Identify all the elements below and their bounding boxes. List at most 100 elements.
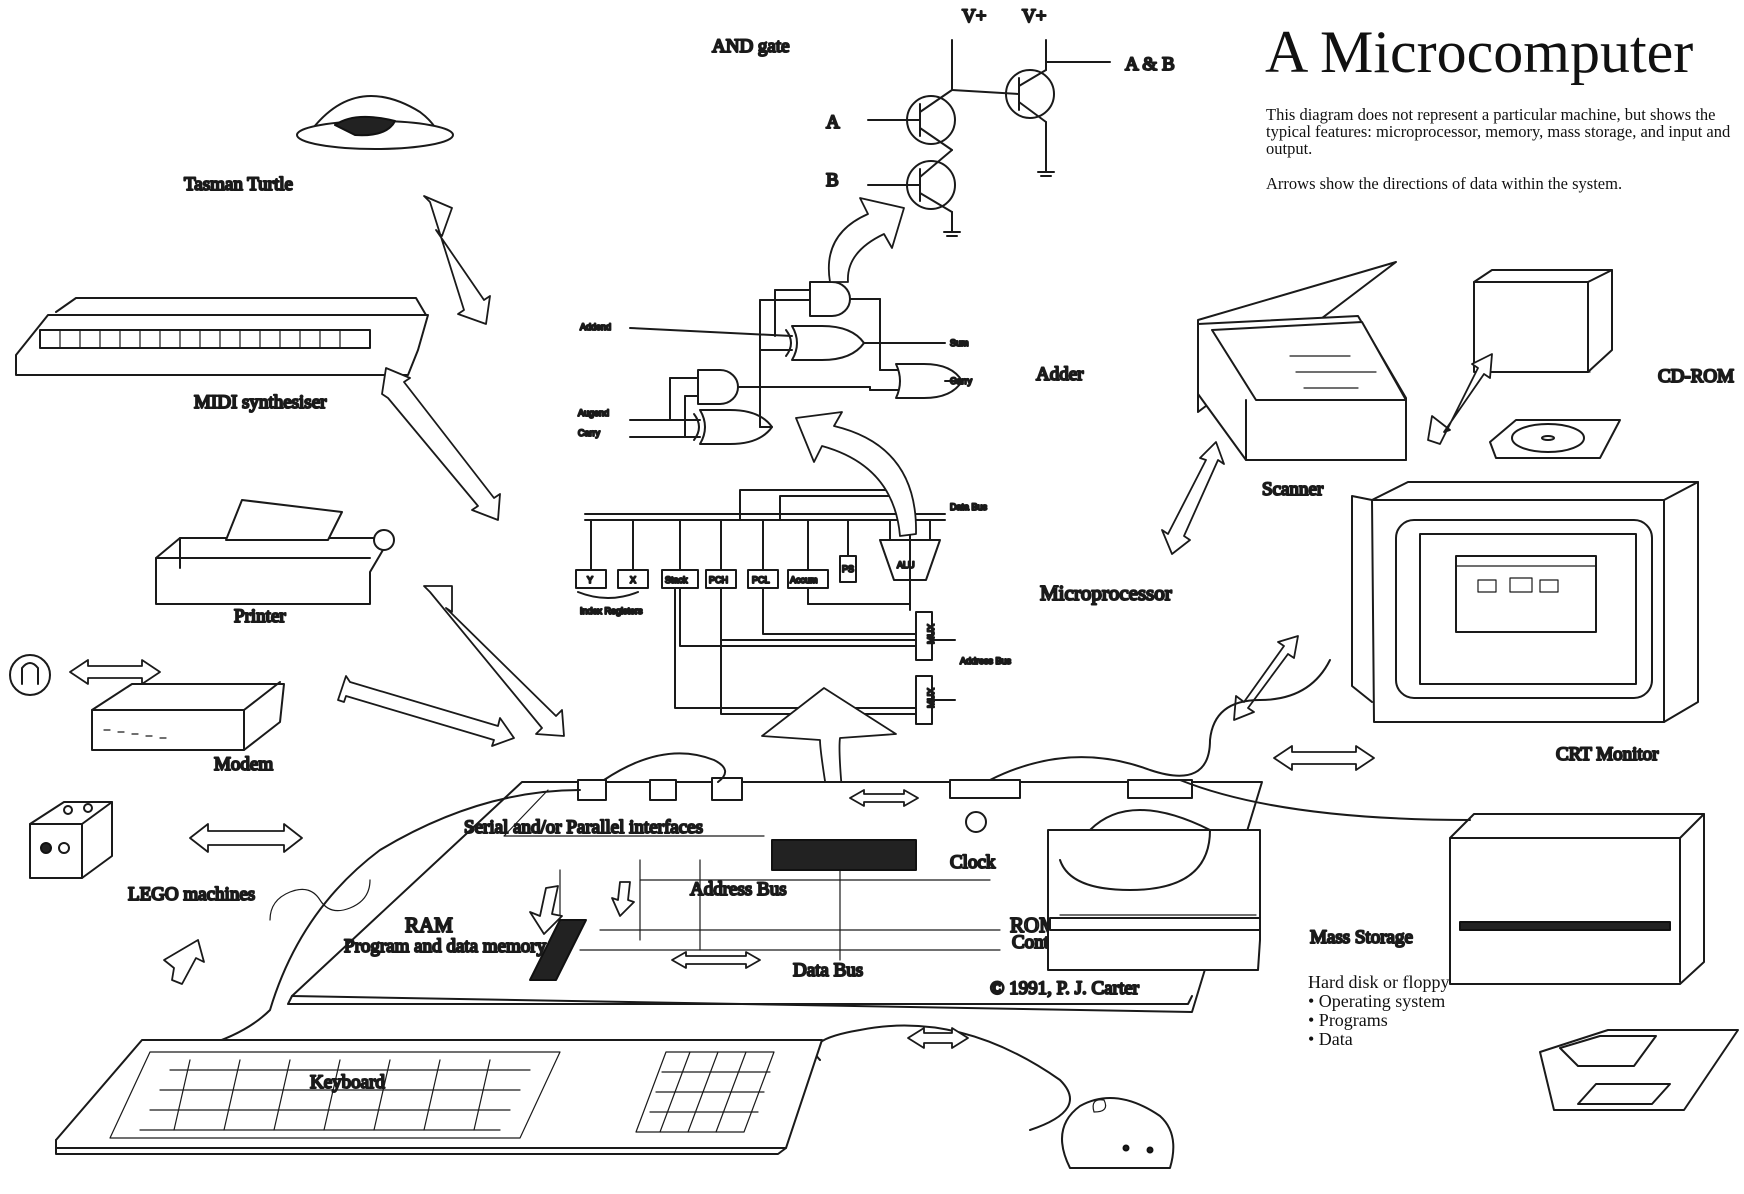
xor-gate-icon-2 [699, 409, 773, 445]
keyboard-label: Keyboard [310, 1072, 385, 1093]
drive-slot [1459, 921, 1671, 931]
arrow-mouse [907, 1027, 969, 1049]
data-bus-label: Data Bus [793, 960, 863, 981]
svg-text:PCH: PCH [709, 575, 728, 585]
carry-in-label: Carry [578, 428, 600, 438]
and-gate-icon-1 [809, 281, 851, 317]
page-title: A Microcomputer [1265, 19, 1694, 85]
description-paragraph-2: Arrows show the directions of data withi… [1266, 174, 1623, 193]
arrow-mass-storage [1273, 745, 1375, 771]
mass-storage-item: • Operating system [1308, 991, 1446, 1011]
tasman-turtle: Tasman Turtle [183, 95, 454, 196]
mass-storage-list: Hard disk or floppy • Operating system •… [1308, 973, 1449, 1049]
alu-label: ALU [897, 560, 915, 570]
lego-block: LEGO machines [29, 801, 256, 906]
scanner: Scanner [1197, 261, 1407, 501]
and-gate-label: AND gate [712, 36, 790, 57]
arrow-printer [423, 585, 565, 737]
svg-text:X: X [630, 575, 636, 585]
addend-label: Addend [580, 322, 611, 332]
microprocessor-circuit: Microprocessor Data Bus Y X Stack PCH PC… [575, 489, 1173, 725]
arrow-lego [189, 823, 303, 853]
index-registers-bracket [577, 591, 639, 599]
phone-socket-icon [9, 654, 51, 696]
cpu-address-bus-label: Address Bus [960, 656, 1012, 666]
arrow-modem [337, 675, 515, 747]
modem: Modem [9, 654, 285, 776]
serial-parallel-label: Serial and/or Parallel interfaces [464, 817, 703, 838]
alu-icon [879, 539, 941, 581]
adder-circuit: Adder Addend Augend Carry Sum Carry [577, 281, 1085, 445]
index-registers-label: Index Registers [580, 606, 643, 616]
register-pcl: PCL [747, 569, 779, 589]
register-stack: Stack [661, 569, 699, 589]
printer: Printer [155, 499, 395, 628]
scanner-label: Scanner [1262, 479, 1324, 500]
modem-label: Modem [214, 754, 273, 775]
crt-monitor-label: CRT Monitor [1556, 744, 1659, 765]
mass-storage-label: Mass Storage [1310, 927, 1413, 948]
ram-chip [529, 919, 587, 981]
xor-gate-icon-1 [791, 325, 865, 361]
arrow-cd-rom [1427, 353, 1493, 445]
register-ps: PS [839, 555, 857, 583]
copyright-label: © 1991, P. J. Carter [990, 978, 1140, 999]
svg-text:PS: PS [842, 564, 854, 574]
microprocessor-label: Microprocessor [1040, 581, 1172, 605]
mouse [1061, 1097, 1175, 1169]
input-a-label: A [826, 112, 840, 133]
or-gate-icon [895, 363, 963, 399]
mux-1 [915, 611, 933, 661]
mass-storage-item: Hard disk or floppy [1308, 972, 1450, 992]
arrow-adder-to-and [828, 197, 905, 283]
v-plus-label-1: V+ [962, 6, 986, 27]
svg-text:Stack: Stack [665, 575, 688, 585]
cpu-chip [771, 839, 917, 871]
augend-label: Augend [578, 408, 609, 418]
midi-synthesiser: MIDI synthesiser [15, 297, 429, 414]
description-paragraph-1: This diagram does not represent a partic… [1266, 105, 1731, 158]
and-gate-circuit: AND gate V+ V+ A & B A B [711, 5, 1176, 237]
keyboard: Keyboard [55, 1039, 823, 1155]
register-x: X [617, 569, 649, 589]
address-bus-label: Address Bus [690, 879, 787, 900]
register-pch: PCH [705, 569, 737, 589]
svg-text:MUX: MUX [926, 688, 936, 708]
v-plus-label-2: V+ [1022, 6, 1046, 27]
arrow-modem-phone [69, 659, 161, 685]
diagram-description: This diagram does not represent a partic… [1266, 106, 1736, 210]
cd-rom: CD-ROM [1473, 269, 1735, 459]
clock-label: Clock [950, 852, 996, 873]
arrow-monitor [1233, 635, 1299, 721]
input-b-label: B [826, 170, 839, 191]
lego-machines-label: LEGO machines [128, 884, 255, 905]
floppy-disk [1539, 1029, 1739, 1111]
cd-rom-label: CD-ROM [1658, 366, 1734, 387]
register-accum: Accum [787, 569, 829, 589]
a-and-b-label: A & B [1125, 54, 1175, 75]
arrow-midi [381, 367, 501, 521]
and-gate-icon-2 [697, 369, 739, 405]
mass-storage-drive: Mass Storage [1309, 813, 1705, 985]
adder-label: Adder [1036, 364, 1084, 385]
screen [1419, 533, 1637, 685]
svg-text:Accum: Accum [790, 575, 818, 585]
motherboard: Serial and/or Parallel interfaces Addres… [287, 777, 1263, 1013]
crt-monitor: CRT Monitor [1351, 481, 1699, 766]
mass-storage-item: • Data [1308, 1029, 1353, 1049]
ram-sub-label: Program and data memory [344, 936, 547, 957]
sum-label: Sum [950, 338, 969, 348]
midi-synthesiser-label: MIDI synthesiser [194, 392, 327, 413]
tasman-turtle-label: Tasman Turtle [184, 174, 293, 195]
printer-label: Printer [234, 606, 286, 627]
svg-text:PCL: PCL [752, 575, 770, 585]
register-y: Y [575, 569, 607, 589]
ram-label: RAM [405, 913, 453, 937]
mass-storage-item: • Programs [1308, 1010, 1388, 1030]
arrow-turtle [423, 195, 491, 325]
svg-text:Y: Y [587, 575, 593, 585]
arrow-cpu-to-adder [795, 411, 917, 537]
arrow-keyboard [163, 939, 205, 985]
arrow-scanner [1161, 441, 1225, 555]
